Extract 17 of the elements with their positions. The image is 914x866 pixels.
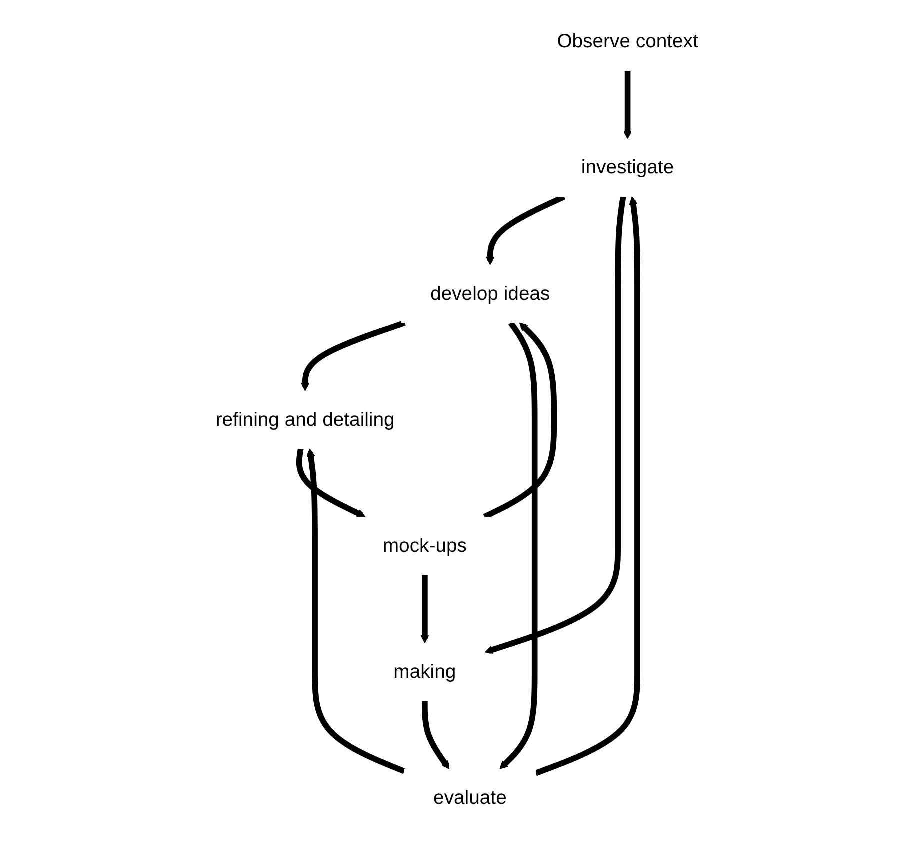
arrow (306, 448, 406, 774)
arrow (486, 194, 566, 266)
node-text: evaluate (433, 787, 507, 809)
arrow (420, 575, 430, 644)
node-text: develop ideas (430, 283, 550, 305)
node-text: mock-ups (382, 535, 467, 557)
node-text: Observe context (557, 31, 698, 53)
arrow (296, 448, 366, 518)
arrow (534, 196, 640, 776)
arrow (422, 701, 450, 770)
arrow (500, 321, 538, 770)
node-text: making (394, 661, 456, 683)
arrow (623, 70, 632, 140)
arrow (484, 196, 626, 654)
node-text: investigate (581, 157, 674, 179)
arrow (300, 320, 406, 392)
node-text: refining and detailing (216, 409, 395, 431)
